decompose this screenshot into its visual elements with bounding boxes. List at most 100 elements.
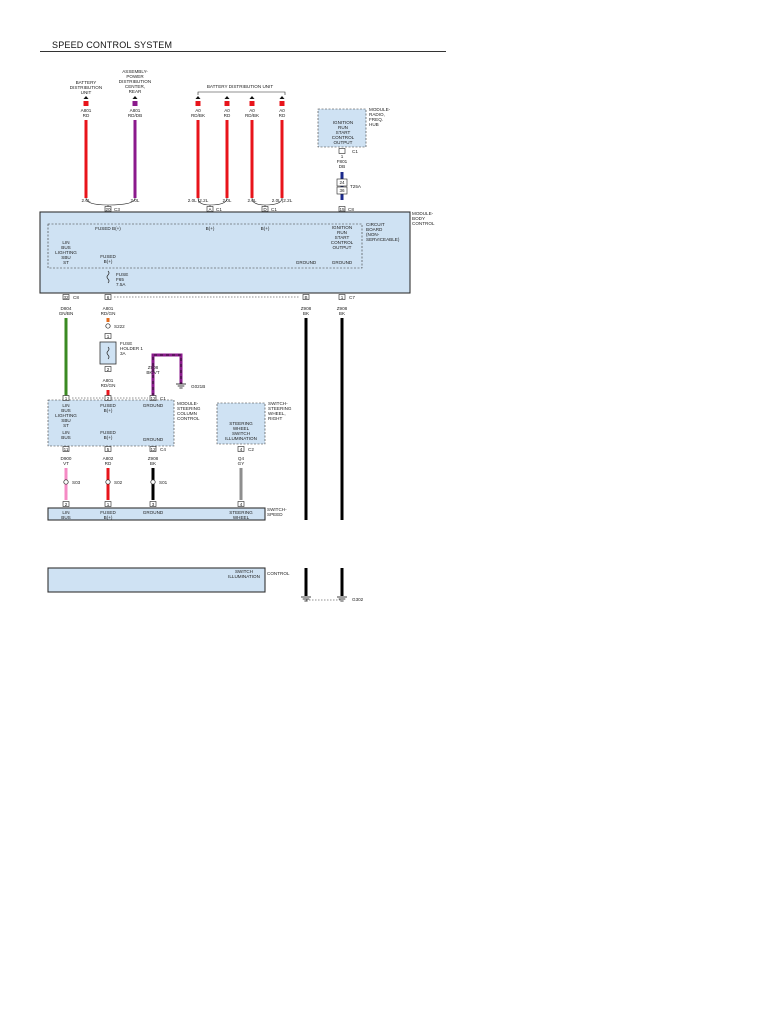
- label-layer: BATTERYDISTRIBUTIONUNITASSEMBLY-POWERDIS…: [55, 69, 435, 602]
- radio-hub-output-label: OUTPUT: [334, 140, 353, 145]
- sccm-lin-top-label: LIGHTING: [55, 413, 77, 418]
- bcm-ignition-label: START: [335, 235, 350, 240]
- pin-number: 24: [339, 180, 345, 185]
- fuse-holder-pin: [104, 366, 112, 372]
- sws-right-name: RIGHT: [268, 416, 282, 421]
- sccm-lin-bot-label: BUS: [61, 435, 70, 440]
- source-arrow: [249, 96, 255, 99]
- s02-splice: [105, 479, 111, 485]
- sws-illumination-label: STEERING: [229, 421, 253, 426]
- sccm-name: MODULE-: [177, 401, 199, 406]
- sccm-lin-top-label: BUS: [61, 408, 70, 413]
- sccm-pin: [62, 395, 70, 401]
- wire-color-label: RD: [83, 113, 90, 118]
- speed-switch-pin: [62, 501, 70, 507]
- speed-control-switch-top: [47, 507, 266, 521]
- pin-number: 15: [339, 207, 345, 212]
- wire-circuit-label: Q4: [238, 456, 245, 461]
- radio-hub-output-label: RUN: [338, 125, 348, 130]
- wire-color-label: RD/DB: [128, 113, 142, 118]
- sws-illumination-label: WHEEL: [233, 426, 250, 431]
- bdu-left-label: UNIT: [81, 90, 92, 95]
- connector-label: C1: [352, 149, 358, 154]
- pin-number: 6: [107, 295, 110, 300]
- pin-number: 32: [63, 295, 69, 300]
- source-arrow: [132, 96, 138, 99]
- bcm-ground-label: GROUND: [296, 260, 317, 265]
- pin-number: D: [263, 207, 267, 212]
- pin-number: 2: [107, 396, 110, 401]
- speed-switch-illum-label: ILLUMINATION: [228, 574, 260, 579]
- sccm-pin: [149, 446, 157, 452]
- bcm-bottom-pin: [62, 294, 70, 300]
- pin-number: 2: [107, 367, 110, 372]
- bcm-fused-inner-label: FUSED: [100, 254, 116, 259]
- ground-wire-z908-bkvt: [151, 353, 183, 396]
- wire-layer: [64, 120, 344, 601]
- speed-switch-name: CONTROL: [267, 571, 290, 576]
- wire-color-label: BK: [303, 311, 310, 316]
- bcm-lin-label: SBU: [61, 255, 70, 260]
- sccm-name: STEERING: [177, 406, 201, 411]
- sccm-pin: [104, 395, 112, 401]
- engine-variant-label: 2.0L: [131, 198, 140, 203]
- fuse-f65-symbol: [106, 270, 110, 284]
- fuse-symbol: [106, 346, 110, 360]
- speed-switch-name: SPEED: [267, 512, 283, 517]
- wire-color-label: RD/GN: [101, 383, 116, 388]
- bcm-name: MODULE-: [412, 211, 434, 216]
- splice-label: S222: [114, 324, 125, 329]
- wire-color-marker: [195, 101, 201, 106]
- speed-switch-ground-label: GROUND: [143, 510, 164, 515]
- connector-label: C8: [73, 295, 79, 300]
- pin-number: 1: [341, 154, 344, 159]
- bcm-top-pin: [261, 206, 269, 212]
- steering-wheel-switch-right: [216, 402, 266, 445]
- radio-hub-output-label: START: [336, 130, 351, 135]
- pdc-label: DISTRIBUTION: [119, 79, 151, 84]
- wire-color-label: RD/BK: [191, 113, 206, 118]
- pdc-label: REAR: [129, 89, 142, 94]
- wire-circuit-label: D804: [61, 306, 72, 311]
- fuse-f65-label: F65: [116, 277, 124, 282]
- circuit-board-label: BOARD: [366, 227, 383, 232]
- wire-circuit-label: A0: [195, 108, 201, 113]
- bdu-bracket: [197, 91, 286, 95]
- speed-switch-fused-label: FUSED: [100, 510, 116, 515]
- speed-switch-pin: [237, 501, 245, 507]
- pin-number: 5: [107, 447, 110, 452]
- sccm-lin-top-label: LIN: [62, 403, 69, 408]
- bdu-left-label: BATTERY: [76, 80, 97, 85]
- engine-variant-label: 2.0L (2.2L: [272, 198, 293, 203]
- bcm-bottom-pin: [302, 294, 310, 300]
- splice-label: S01: [159, 480, 168, 485]
- speed-switch-pin: [104, 501, 112, 507]
- speed-switch-pin: [149, 501, 157, 507]
- connector-label: C3: [114, 207, 120, 212]
- bcm-lin-label: BUS: [61, 245, 70, 250]
- pin-number: 3: [152, 502, 155, 507]
- wire-color-marker: [132, 101, 138, 106]
- wire-color-label: GN/BN: [59, 311, 74, 316]
- wire-circuit-label: F801: [337, 159, 348, 164]
- bcm-bottom-pin: [338, 294, 346, 300]
- bcm-b1-label: B(+): [206, 226, 215, 231]
- fuse-holder-label: 3A: [120, 351, 127, 356]
- wire-circuit-label: A801: [81, 108, 92, 113]
- bcm-bottom-pin: [104, 294, 112, 300]
- wire-circuit-label: A802: [103, 456, 114, 461]
- ground-wire-stripe: [152, 354, 182, 396]
- sccm-pin: [62, 446, 70, 452]
- sccm-lin-top-label: ST: [63, 423, 69, 428]
- sccm-pin: [149, 395, 157, 401]
- sws-right-name: SWITCH-: [268, 401, 288, 406]
- sccm-fused-top-label: B(+): [104, 408, 113, 413]
- circuit-board-label: CIRCUIT: [366, 222, 385, 227]
- wire-color-label: RD: [105, 461, 112, 466]
- inline-connector: [336, 186, 348, 195]
- bcm-b2-label: B(+): [261, 226, 270, 231]
- pin-number: 1: [65, 396, 68, 401]
- sws-illumination-label: ILLUMINATION: [225, 436, 257, 441]
- wire-color-label: RD: [279, 113, 286, 118]
- inline-connector: [336, 178, 348, 187]
